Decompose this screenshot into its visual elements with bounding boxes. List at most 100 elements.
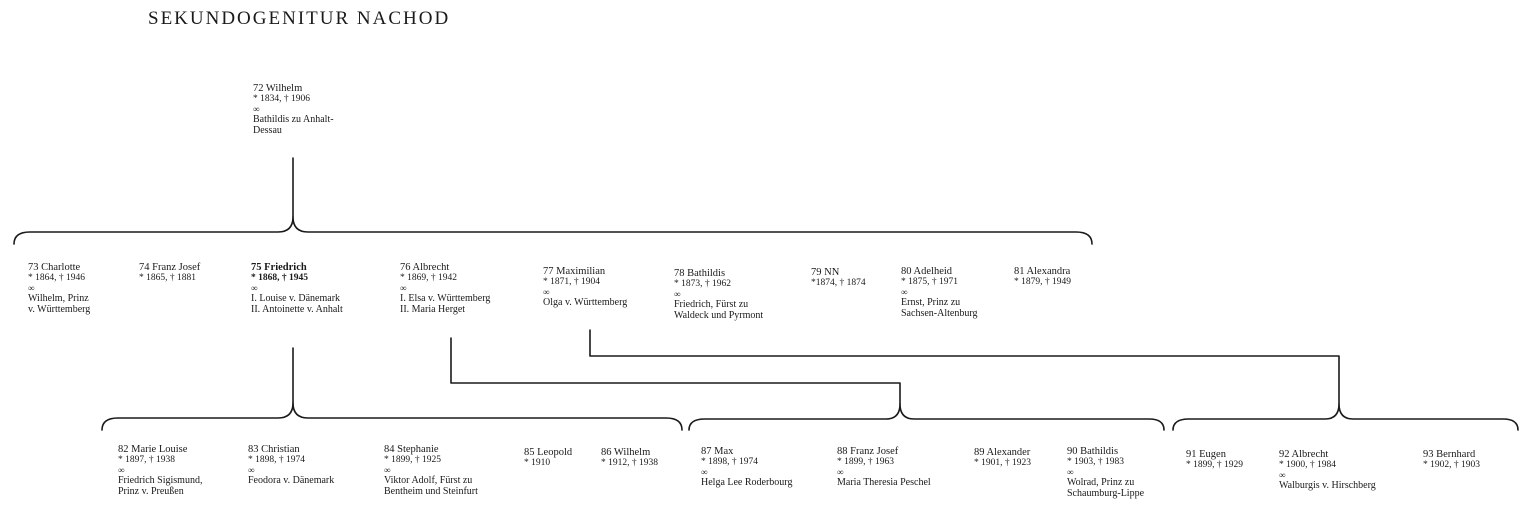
person-dates: * 1898, † 1974 (248, 455, 305, 465)
spouse-line: I. Elsa v. Württemberg (400, 293, 491, 304)
person-88: 88 Franz Josef* 1899, † 1963∞Maria There… (837, 446, 931, 488)
spouse-line: Friedrich, Fürst zu (674, 299, 749, 310)
spouse-line: Wolrad, Prinz zu (1067, 477, 1135, 488)
person-72: 72 Wilhelm* 1834, † 1906∞Bathildis zu An… (253, 83, 334, 136)
person-dates: * 1834, † 1906 (253, 94, 310, 104)
person-dates: * 1869, † 1942 (400, 273, 457, 283)
person-name: 87 Max (701, 446, 734, 457)
person-83: 83 Christian* 1898, † 1974∞Feodora v. Dä… (248, 444, 334, 486)
marriage-symbol: ∞ (248, 465, 255, 475)
person-dates: * 1912, † 1938 (601, 458, 658, 468)
person-name: 91 Eugen (1186, 449, 1226, 460)
page-title: SEKUNDOGENITUR NACHOD (148, 8, 451, 29)
person-name: 73 Charlotte (28, 262, 81, 273)
person-name: 86 Wilhelm (601, 447, 651, 458)
spouse-line: Helga Lee Roderbourg (701, 477, 793, 488)
person-84: 84 Stephanie* 1899, † 1925∞Viktor Adolf,… (384, 444, 478, 497)
spouse-line: Dessau (253, 125, 282, 136)
person-73: 73 Charlotte* 1864, † 1946∞Wilhelm, Prin… (28, 262, 90, 315)
person-name: 79 NN (811, 267, 840, 278)
person-92: 92 Albrecht* 1900, † 1984∞Walburgis v. H… (1279, 449, 1376, 491)
person-name: 72 Wilhelm (253, 83, 303, 94)
person-82: 82 Marie Louise* 1897, † 1938∞Friedrich … (118, 444, 202, 497)
descent-line-77 (589, 329, 1340, 405)
marriage-info: ∞Walburgis v. Hirschberg (1279, 470, 1376, 492)
person-dates: * 1875, † 1971 (901, 277, 958, 287)
spouse-line: Feodora v. Dänemark (248, 475, 335, 486)
person-dates: * 1871, † 1904 (543, 277, 600, 287)
person-name: 88 Franz Josef (837, 446, 899, 457)
person-name: 89 Alexander (974, 447, 1031, 458)
brace-children-76 (688, 403, 1165, 431)
person-89: 89 Alexander* 1901, † 1923 (974, 447, 1031, 469)
person-dates: * 1910 (524, 458, 551, 468)
person-name: 80 Adelheid (901, 266, 953, 277)
person-name: 92 Albrecht (1279, 449, 1329, 460)
marriage-info: ∞Maria Theresia Peschel (837, 468, 931, 489)
person-80: 80 Adelheid* 1875, † 1971∞Ernst, Prinz z… (901, 266, 977, 319)
marriage-symbol: ∞ (118, 465, 125, 475)
person-78: 78 Bathildis* 1873, † 1962∞Friedrich, Fü… (674, 268, 763, 321)
person-name: 82 Marie Louise (118, 444, 188, 455)
spouse-line: Schaumburg-Lippe (1067, 488, 1145, 499)
person-dates: * 1901, † 1923 (974, 458, 1031, 468)
marriage-info: ∞Bathildis zu Anhalt-Dessau (253, 104, 334, 137)
marriage-info: ∞Helga Lee Roderbourg (701, 468, 793, 489)
person-86: 86 Wilhelm* 1912, † 1938 (601, 447, 658, 469)
descent-line-76 (450, 337, 901, 405)
spouse-line: Viktor Adolf, Fürst zu (384, 475, 473, 486)
person-75: 75 Friedrich* 1868, † 1945∞I. Louise v. … (251, 262, 343, 315)
marriage-symbol: ∞ (28, 283, 35, 293)
person-name: 84 Stephanie (384, 444, 439, 455)
person-81: 81 Alexandra* 1879, † 1949 (1014, 266, 1071, 288)
person-dates: * 1864, † 1946 (28, 273, 85, 283)
marriage-symbol: ∞ (1279, 470, 1286, 480)
marriage-symbol: ∞ (1067, 467, 1074, 477)
person-dates: * 1868, † 1945 (251, 273, 308, 283)
marriage-symbol: ∞ (543, 287, 550, 297)
marriage-symbol: ∞ (674, 289, 681, 299)
marriage-symbol: ∞ (384, 465, 391, 475)
person-91: 91 Eugen* 1899, † 1929 (1186, 449, 1243, 471)
person-name: 93 Bernhard (1423, 449, 1476, 460)
person-77: 77 Maximilian* 1871, † 1904∞Olga v. Würt… (543, 266, 627, 308)
marriage-info: ∞Olga v. Württemberg (543, 287, 628, 309)
marriage-symbol: ∞ (253, 104, 260, 114)
person-name: 76 Albrecht (400, 262, 450, 273)
person-87: 87 Max* 1898, † 1974∞Helga Lee Roderbour… (701, 446, 792, 488)
person-name: 81 Alexandra (1014, 266, 1071, 277)
person-dates: * 1865, † 1881 (139, 273, 196, 283)
spouse-line: Prinz v. Preußen (118, 486, 184, 497)
spouse-line: Ernst, Prinz zu (901, 297, 961, 308)
marriage-symbol: ∞ (901, 287, 908, 297)
person-79: 79 NN*1874, † 1874 (811, 267, 866, 289)
spouse-line: Walburgis v. Hirschberg (1279, 480, 1376, 491)
brace-children-75 (101, 402, 683, 431)
person-name: 90 Bathildis (1067, 446, 1119, 457)
person-74: 74 Franz Josef* 1865, † 1881 (139, 262, 200, 284)
spouse-line: Wilhelm, Prinz (28, 293, 89, 304)
person-dates: * 1899, † 1925 (384, 455, 441, 465)
person-name: 75 Friedrich (251, 262, 307, 273)
person-name: 83 Christian (248, 444, 300, 455)
person-dates: * 1899, † 1929 (1186, 460, 1243, 470)
spouse-line: II. Maria Herget (400, 304, 466, 315)
marriage-info: ∞Friedrich Sigismund,Prinz v. Preußen (118, 465, 202, 498)
person-90: 90 Bathildis* 1903, † 1983∞Wolrad, Prinz… (1067, 446, 1144, 499)
person-dates: * 1879, † 1949 (1014, 277, 1071, 287)
person-name: 85 Leopold (524, 447, 573, 458)
person-name: 74 Franz Josef (139, 262, 201, 273)
spouse-line: Olga v. Württemberg (543, 297, 628, 308)
spouse-line: Maria Theresia Peschel (837, 477, 931, 488)
spouse-line: II. Antoinette v. Anhalt (251, 304, 343, 315)
person-name: 77 Maximilian (543, 266, 606, 277)
person-93: 93 Bernhard* 1902, † 1903 (1423, 449, 1480, 471)
person-dates: * 1897, † 1938 (118, 455, 175, 465)
person-dates: * 1898, † 1974 (701, 457, 758, 467)
marriage-symbol: ∞ (251, 283, 258, 293)
